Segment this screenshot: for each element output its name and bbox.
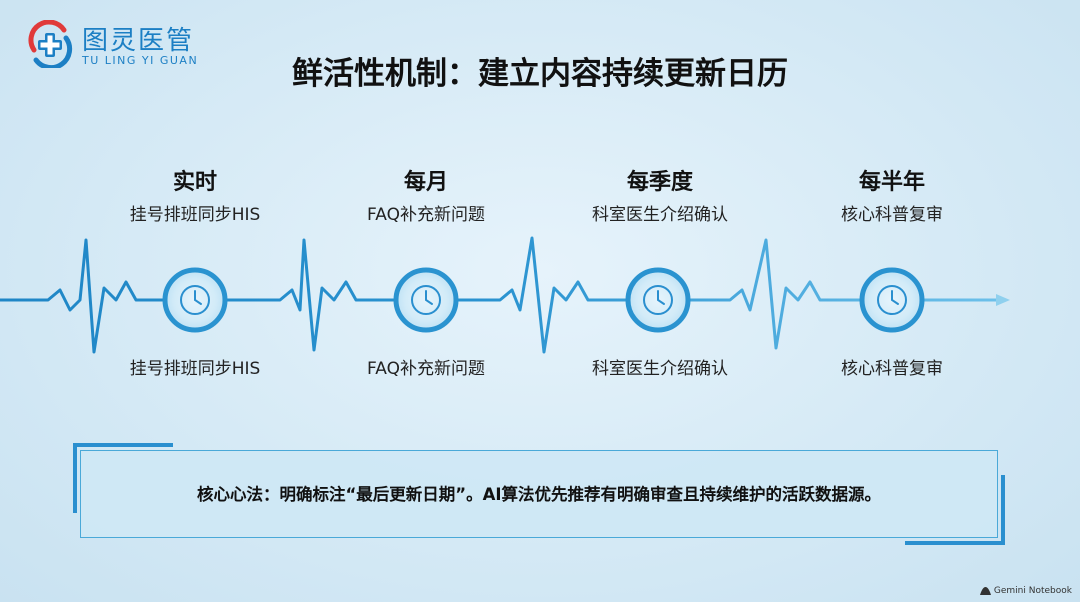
- heartbeat-timeline: [0, 236, 1010, 354]
- timeline-bottom-desc-4: 核心科普复审: [841, 359, 943, 379]
- clock-node-1: [162, 267, 228, 333]
- timeline-top-desc-2: FAQ补充新问题: [367, 205, 485, 225]
- timeline-frequency-3: 每季度: [626, 170, 693, 195]
- notebook-logo-icon: [979, 586, 991, 595]
- arrow-head: [996, 294, 1010, 306]
- callout-corner-left: [73, 443, 77, 513]
- timeline-frequency-4: 每半年: [858, 170, 925, 195]
- timeline-bottom-desc-3: 科室医生介绍确认: [592, 359, 728, 379]
- clock-node-2: [393, 267, 459, 333]
- callout-corner-top-left: [73, 443, 173, 447]
- core-principle-callout: 核心心法：明确标注“最后更新日期”。AI算法优先推荐有明确审查且持续维护的活跃数…: [73, 443, 1005, 545]
- timeline-bottom-desc-1: 挂号排班同步HIS: [129, 359, 261, 379]
- clock-icon: [877, 285, 907, 315]
- clock-icon: [643, 285, 673, 315]
- brand-name: 图灵医管: [82, 26, 195, 56]
- callout-corner-bottom-right: [905, 541, 1005, 545]
- brand-logo: 图灵医管 TU LING YI GUAN: [26, 18, 206, 74]
- medical-cross-logo-icon: [28, 20, 73, 68]
- brand-subtitle: TU LING YI GUAN: [82, 54, 199, 67]
- watermark-text: Gemini Notebook: [993, 586, 1072, 596]
- watermark: Gemini Notebook: [979, 586, 1072, 596]
- clock-node-4: [859, 267, 925, 333]
- clock-icon: [411, 285, 441, 315]
- timeline-bottom-desc-2: FAQ补充新问题: [367, 359, 485, 379]
- clock-node-3: [625, 267, 691, 333]
- timeline-frequency-1: 实时: [172, 170, 217, 195]
- timeline-frequency-2: 每月: [403, 170, 448, 195]
- callout-text: 核心心法：明确标注“最后更新日期”。AI算法优先推荐有明确审查且持续维护的活跃数…: [196, 485, 882, 504]
- heartbeat-line: [0, 236, 1002, 354]
- timeline-top-desc-3: 科室医生介绍确认: [592, 205, 728, 225]
- timeline-top-desc-1: 挂号排班同步HIS: [129, 205, 261, 225]
- timeline-top-desc-4: 核心科普复审: [841, 205, 943, 225]
- page-title: 鲜活性机制：建立内容持续更新日历: [292, 56, 788, 92]
- callout-corner-right: [1001, 475, 1005, 545]
- clock-icon: [180, 285, 210, 315]
